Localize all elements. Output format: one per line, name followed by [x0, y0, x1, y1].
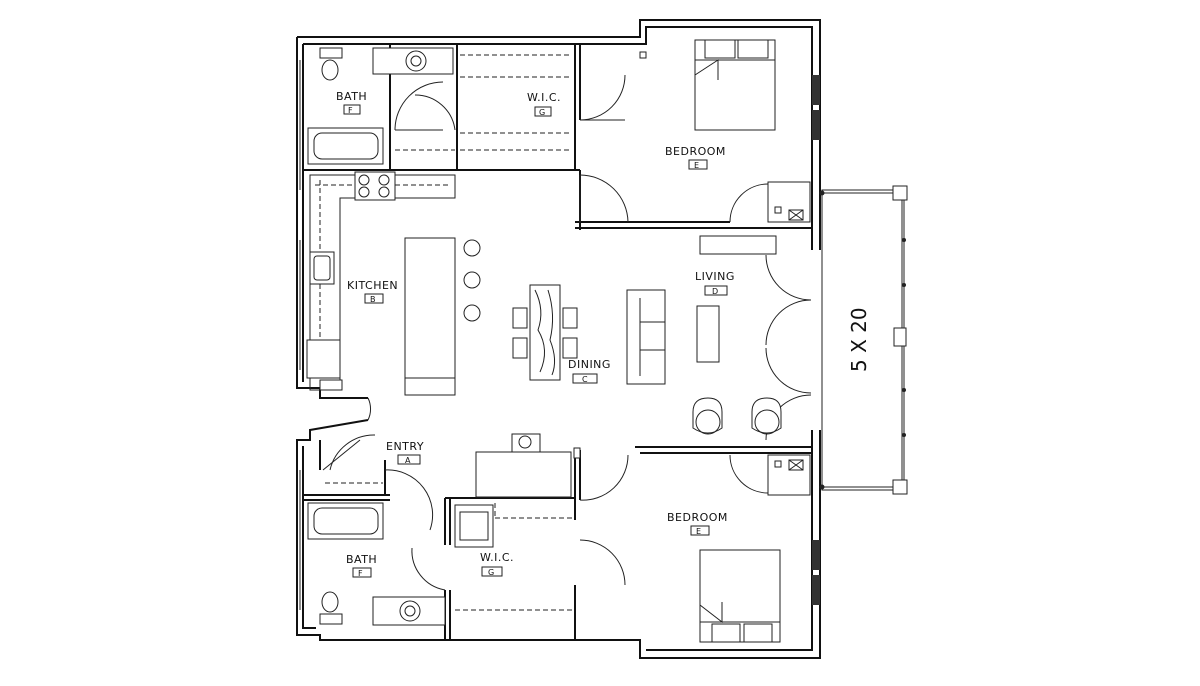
room-label: W.I.C.	[480, 551, 514, 564]
room-dining: DINING C	[568, 358, 611, 384]
balcony-dimension: 5 X 20	[847, 307, 871, 372]
room-labels: BATH F W.I.C. G BEDROOM E KITCHEN B LIVI…	[336, 90, 735, 578]
room-label: BEDROOM	[665, 145, 726, 158]
room-tag: B	[370, 295, 376, 304]
room-wic-top: W.I.C. G	[527, 91, 561, 117]
room-label: LIVING	[695, 270, 735, 283]
exterior-walls	[296, 19, 821, 659]
room-wic-bottom: W.I.C. G	[480, 551, 514, 577]
room-bath-top: BATH F	[336, 90, 367, 115]
room-bedroom-top: BEDROOM E	[665, 145, 726, 170]
room-tag: G	[488, 568, 494, 577]
room-tag: F	[358, 569, 363, 578]
room-bath-bottom: BATH F	[346, 553, 377, 578]
room-tag: A	[405, 456, 411, 465]
room-living: LIVING D	[695, 270, 735, 296]
room-tag: E	[694, 161, 699, 170]
interior-walls	[303, 44, 812, 640]
room-label: KITCHEN	[347, 279, 398, 292]
fixtures	[306, 39, 804, 643]
room-tag: G	[539, 108, 545, 117]
room-label: DINING	[568, 358, 611, 371]
room-label: ENTRY	[386, 440, 424, 453]
room-label: BATH	[336, 90, 367, 103]
room-tag: E	[696, 527, 701, 536]
room-label: BATH	[346, 553, 377, 566]
room-tag: C	[582, 375, 588, 384]
door-swings	[329, 74, 812, 591]
room-bedroom-bottom: BEDROOM E	[667, 511, 728, 536]
balcony: 5 X 20	[819, 185, 908, 495]
room-tag: F	[348, 106, 353, 115]
room-kitchen: KITCHEN B	[347, 279, 398, 304]
room-label: W.I.C.	[527, 91, 561, 104]
room-label: BEDROOM	[667, 511, 728, 524]
room-tag: D	[712, 287, 718, 296]
room-entry: ENTRY A	[386, 440, 424, 465]
